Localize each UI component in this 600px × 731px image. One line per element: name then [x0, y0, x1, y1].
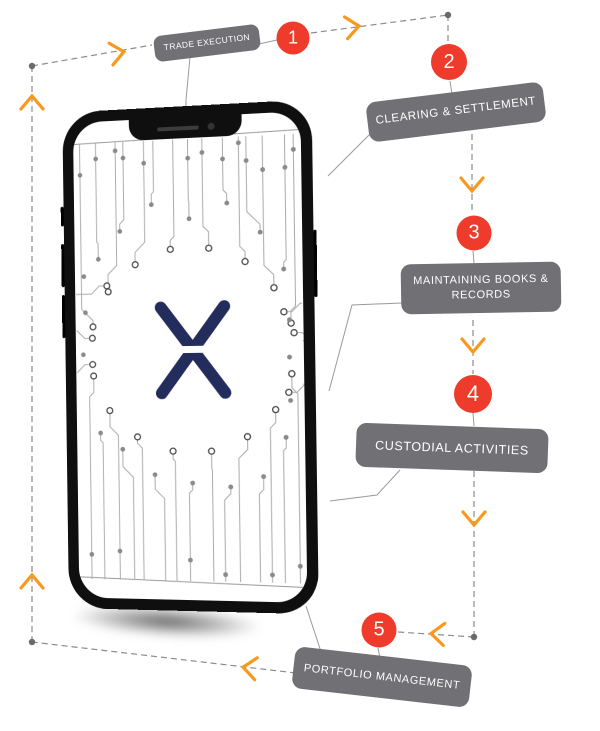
- step-label-text: MAINTAINING BOOKS & RECORDS: [413, 272, 549, 302]
- step-label-text: TRADE EXECUTION: [163, 32, 251, 53]
- dashed-line: [31, 641, 297, 674]
- step-badge-1: 1: [276, 21, 310, 55]
- connector-line: [258, 39, 278, 45]
- phone-side-button: [61, 295, 66, 339]
- phone-speaker: [157, 125, 199, 132]
- step-label-custodial-activities: CUSTODIAL ACTIVITIES: [355, 422, 549, 474]
- flow-node-dots: [28, 11, 478, 646]
- connector-line: [472, 412, 475, 427]
- connector-line: [329, 469, 401, 502]
- dashed-line: [310, 14, 449, 34]
- dashed-line: [397, 631, 475, 638]
- flow-node-dot: [470, 633, 478, 641]
- circuit-pattern: [73, 111, 307, 603]
- step-badge-5: 5: [361, 612, 397, 648]
- phone-side-button: [61, 244, 65, 288]
- step-badge-2: 2: [431, 44, 467, 80]
- flow-node-dot: [28, 62, 36, 70]
- connector-line: [328, 302, 403, 392]
- step-badge-4: 4: [454, 375, 492, 413]
- step-label-text: CLEARING & SETTLEMENT: [375, 95, 537, 128]
- flow-arrow-icon: [342, 13, 363, 41]
- step-label-maintaining-books-records: MAINTAINING BOOKS & RECORDS: [400, 261, 562, 315]
- flow-arrow-icon: [107, 39, 128, 67]
- flow-arrow-icon: [428, 620, 447, 647]
- connector-line: [327, 132, 372, 177]
- flow-node-dot: [444, 11, 452, 19]
- phone-screen: [72, 111, 308, 603]
- step-label-text: PORTFOLIO MANAGEMENT: [303, 661, 461, 692]
- flow-node-dot: [28, 638, 36, 646]
- x-logo: [152, 298, 234, 401]
- dashed-flow-lines: [31, 14, 475, 674]
- step-label-text: CUSTODIAL ACTIVITIES: [374, 437, 530, 458]
- connector-line: [472, 250, 475, 264]
- phone-mockup: [60, 99, 319, 615]
- phone-camera-dot: [207, 122, 215, 131]
- dashed-line: [31, 44, 153, 67]
- step-badge-3: 3: [456, 215, 492, 251]
- connector-lines: [185, 39, 475, 668]
- phone-side-button: [60, 206, 64, 227]
